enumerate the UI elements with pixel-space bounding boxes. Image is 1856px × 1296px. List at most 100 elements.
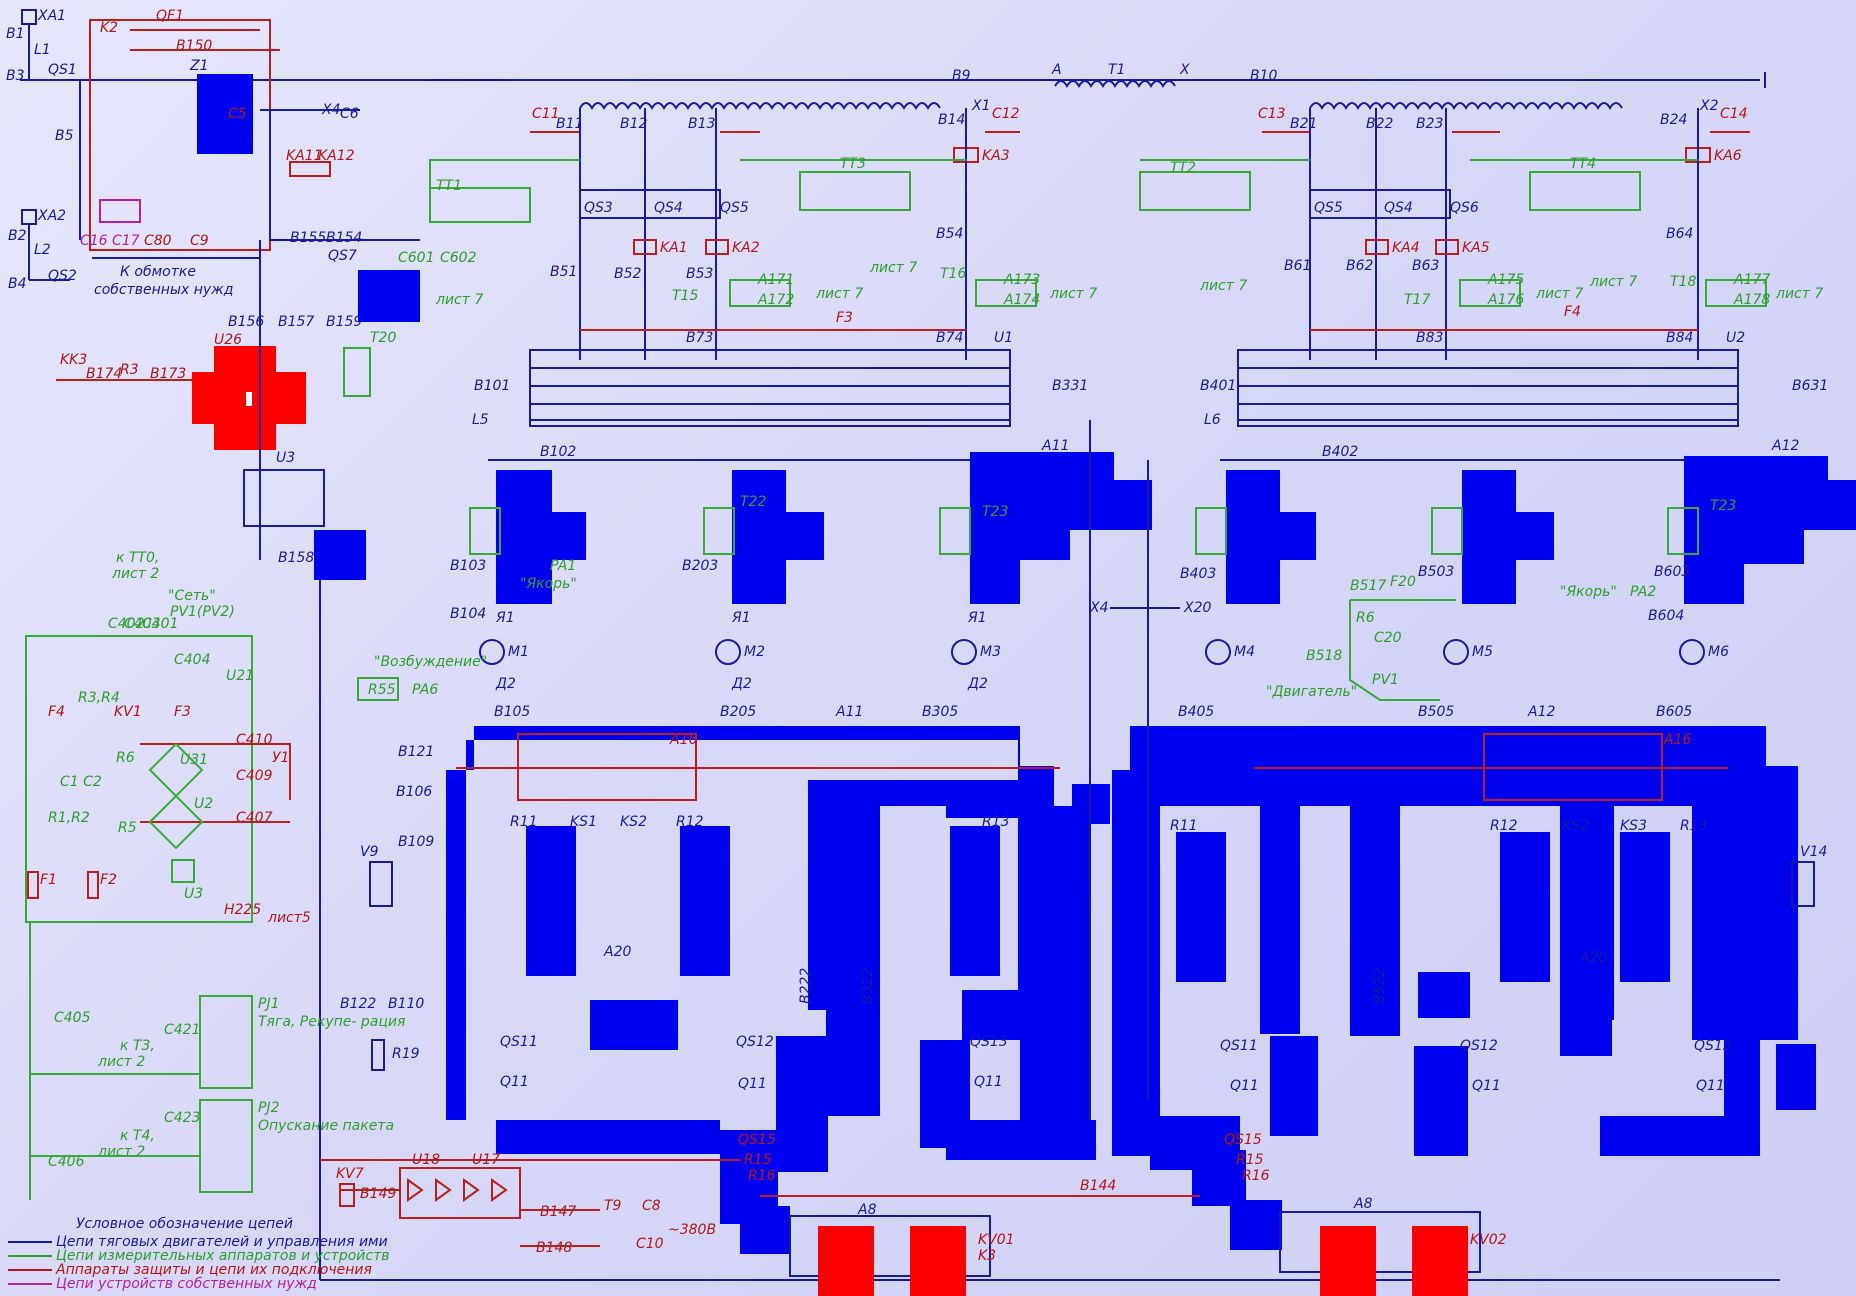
label-r13-right: R13 [1680,818,1708,834]
xa2-connector [21,209,37,225]
label-r6-left: R6 [116,750,135,766]
label-ka6: KA6 [1714,148,1742,164]
label-m1: M1 [508,644,529,660]
label-kk3: KK3 [60,352,87,368]
label-u2-left: U2 [194,796,213,812]
label-list7-c: лист 7 [815,286,863,302]
legend-title: Условное обозначение цепей [76,1216,293,1232]
label-c601: C601 [398,250,435,266]
svg-text:TT2: TT2 [1170,160,1196,176]
label-r12: R12 [676,814,704,830]
label-qs6: QS6 [1450,200,1479,216]
occlusion-block-relay-4 [1176,832,1226,982]
occlusion-block-m2-field [732,470,824,604]
label-b148: B148 [536,1240,572,1256]
label-b4: B4 [8,276,27,292]
u17-u18-rectifiers [399,1167,521,1219]
label-pj1: PJ1 [258,996,279,1012]
ka4-relay [1365,239,1389,255]
ka11-ka12-relay [289,161,331,177]
label-t17: T17 [1404,292,1430,308]
label-list7-g: лист 7 [1535,286,1583,302]
svg-text:TT1: TT1 [436,178,462,194]
label-b631: B631 [1792,378,1828,394]
r55-shunt [357,677,399,701]
label-qs13-right: QS13 [1694,1038,1732,1054]
label-c406: C406 [48,1154,85,1170]
label-l2: L2 [34,242,51,258]
occlusion-block-qs12-right [1560,1000,1612,1056]
label-b222: B222 [798,968,814,1004]
label-r16-right: R16 [1242,1168,1270,1184]
label-r5: R5 [118,820,137,836]
a175-a176-sensor [1459,279,1521,307]
label-b121: B121 [398,744,434,760]
occlusion-block-v14 [1776,1044,1816,1110]
label-kv7: KV7 [336,1166,364,1182]
label-list7-b: лист 7 [869,260,917,276]
motor-m6 [1679,639,1705,665]
label-ya1-m2: Я1 [731,610,751,626]
label-b604: B604 [1648,608,1684,624]
motor-m2 [715,639,741,665]
label-d2-m1: Д2 [495,676,516,692]
occlusion-block-z1 [197,74,253,154]
aux-feed-wire [260,109,420,241]
label-b74: B74 [936,330,963,346]
label-b156: B156 [228,314,264,330]
label-b402: B402 [1322,444,1358,460]
label-b106: B106 [396,784,432,800]
motor-m3 [951,639,977,665]
occlusion-block-relay-3 [950,826,1000,976]
label-b104: B104 [450,606,486,622]
label-b64: B64 [1666,226,1693,242]
kv1-relay-coil [171,859,195,883]
label-b173: B173 [150,366,186,382]
label-c17: C17 [112,233,140,249]
label-ya1-m3: Я1 [967,610,987,626]
label-qs5: QS5 [720,200,749,216]
t22-sensor [703,507,735,555]
label-a178: A178 [1733,292,1770,308]
label-pj1-text: Тяга, Рекупе- рация [258,1014,405,1030]
ka2-relay [705,239,729,255]
a8-block-left [789,1215,991,1277]
label-k2: K2 [100,20,118,36]
label-pj2-text: Опускание пакета [258,1118,394,1134]
label-b84: B84 [1666,330,1693,346]
label-xa1: XA1 [37,8,66,24]
label-b23: B23 [1416,116,1443,132]
occlusion-red-a8-left-1 [818,1226,874,1296]
label-u26: U26 [214,332,242,348]
occlusion-red-a8-right-1 [1320,1226,1376,1296]
pj2-meter [199,1099,253,1193]
label-l1: L1 [34,42,51,58]
occlusion-block-qs13 [920,1040,970,1148]
label-b22: B22 [1366,116,1394,132]
label-l6: L6 [1204,412,1221,428]
label-r15-right: R15 [1236,1152,1264,1168]
label-qs5-right: QS5 [1314,200,1343,216]
ka5-relay [1435,239,1459,255]
label-a177: A177 [1733,272,1770,288]
tt3-current-transformer: TT3 [740,156,966,211]
a8-block-right [1279,1211,1481,1273]
label-ka4: KA4 [1392,240,1420,256]
label-a176: A176 [1487,292,1524,308]
v9-diode [369,861,393,907]
label-b53: B53 [686,266,713,282]
u26-center-mark [246,392,252,406]
label-a16-right: A16 [1663,732,1691,748]
label-c8: C8 [642,1198,661,1214]
label-c402: C402 [108,616,145,632]
t23-sensor [939,507,971,555]
label-c1c2: C1 C2 [60,774,102,790]
label-qs1: QS1 [48,62,77,78]
label-r16: R16 [748,1168,776,1184]
label-c80: C80 [144,233,172,249]
label-b52: B52 [614,266,642,282]
motor-row [479,639,1705,665]
u21-output-wires [140,743,291,823]
label-a174: A174 [1003,292,1040,308]
label-q11-e: Q11 [1472,1078,1501,1094]
